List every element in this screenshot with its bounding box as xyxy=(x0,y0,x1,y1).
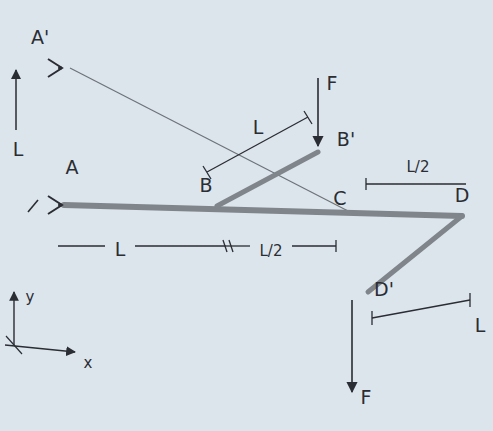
dimension-line xyxy=(226,245,250,246)
label-placement: A xyxy=(66,158,79,178)
dimension-line xyxy=(372,300,470,318)
label-placement: y xyxy=(26,287,35,306)
dimension-label: L xyxy=(13,140,24,159)
point-label: D xyxy=(455,186,470,205)
cable-line xyxy=(70,68,350,212)
dimension-line xyxy=(292,245,336,246)
label-placement: B xyxy=(199,176,212,196)
point-label: A xyxy=(66,158,79,177)
label-placement: L/2 xyxy=(407,157,430,176)
axis-label: y xyxy=(26,290,35,305)
beam xyxy=(64,205,462,216)
label-placement: L xyxy=(115,240,126,260)
dimension-tick xyxy=(229,240,233,252)
dimension-label: L xyxy=(115,240,126,259)
label-placement: A' xyxy=(31,28,49,48)
force-label: F xyxy=(327,74,338,93)
point-label: C xyxy=(333,189,346,208)
axis-z xyxy=(6,336,22,354)
dimension-line xyxy=(207,117,308,172)
arm-bb xyxy=(217,152,318,206)
dimension-tick xyxy=(223,240,227,252)
label-placement: L/2 xyxy=(260,241,283,260)
label-placement: F xyxy=(327,74,338,94)
dimension-arrow xyxy=(15,70,17,130)
dimension-line xyxy=(366,183,466,184)
pin-support xyxy=(48,196,62,214)
axis-label: x xyxy=(84,356,93,371)
dimension-label: L/2 xyxy=(407,160,430,175)
point-label: A' xyxy=(31,28,49,47)
label-placement: L xyxy=(475,316,486,336)
dimension-tick xyxy=(304,111,312,124)
dimension-label: L xyxy=(253,118,264,137)
label-placement: F xyxy=(361,388,372,408)
label-placement: D' xyxy=(374,280,394,300)
force-label: F xyxy=(361,388,372,407)
pin-support xyxy=(48,59,62,77)
point-label: B' xyxy=(337,130,355,149)
dimension-tick xyxy=(371,311,372,325)
dimension-line xyxy=(58,245,105,246)
pin-dot xyxy=(58,203,62,207)
dimension-line xyxy=(135,245,226,246)
dimension-tick xyxy=(335,240,336,252)
force-arrow xyxy=(317,78,319,146)
dimension-label: L xyxy=(475,316,486,335)
label-placement: C xyxy=(333,189,346,209)
axis-y xyxy=(13,292,14,345)
label-placement: D xyxy=(455,186,470,206)
point-label: D' xyxy=(374,280,394,299)
dimension-tick xyxy=(365,178,366,190)
label-placement: x xyxy=(84,353,93,372)
label-placement: L xyxy=(253,118,264,138)
label-placement: L xyxy=(13,140,24,160)
dimension-label: L/2 xyxy=(260,244,283,259)
label-placement: B' xyxy=(337,130,355,150)
force-arrow xyxy=(351,300,353,392)
pin-dot xyxy=(58,66,62,70)
support-mark xyxy=(28,200,38,212)
dimension-tick xyxy=(469,293,470,307)
point-label: B xyxy=(199,176,212,195)
